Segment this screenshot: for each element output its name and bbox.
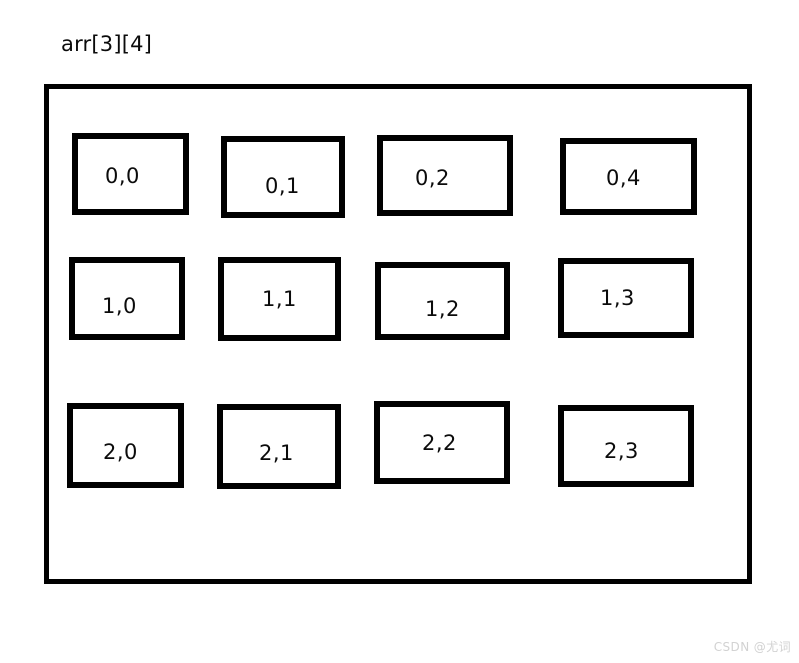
array-cell-label: 2,1	[259, 441, 294, 465]
array-cell-1-3[interactable]: 1,3	[558, 258, 694, 338]
array-cell-0-3[interactable]: 0,4	[560, 138, 697, 215]
array-cell-label: 0,4	[606, 166, 641, 190]
array-cell-2-1[interactable]: 2,1	[217, 404, 341, 489]
array-cell-label: 1,0	[102, 294, 137, 318]
array-cell-label: 0,0	[105, 164, 140, 188]
array-cell-label: 1,2	[425, 297, 460, 321]
array-cell-label: 0,1	[265, 174, 300, 198]
array-cell-label: 2,2	[422, 431, 457, 455]
array-cell-2-3[interactable]: 2,3	[558, 405, 694, 487]
csdn-watermark: CSDN @尤词	[713, 640, 791, 654]
array-cell-1-0[interactable]: 1,0	[69, 257, 185, 340]
array-cell-0-2[interactable]: 0,2	[377, 135, 513, 216]
array-cell-label: 2,0	[103, 440, 138, 464]
array-cell-1-1[interactable]: 1,1	[218, 257, 341, 341]
array-cell-2-0[interactable]: 2,0	[67, 403, 184, 488]
array-cell-label: 1,1	[262, 287, 297, 311]
array-cell-label: 1,3	[600, 286, 635, 310]
array-cell-label: 2,3	[604, 439, 639, 463]
array-cell-1-2[interactable]: 1,2	[375, 262, 510, 340]
array-cell-label: 0,2	[415, 166, 450, 190]
array-cell-0-0[interactable]: 0,0	[72, 133, 189, 215]
array-cell-0-1[interactable]: 0,1	[221, 136, 345, 218]
page-title: arr[3][4]	[61, 32, 153, 56]
array-cell-2-2[interactable]: 2,2	[374, 401, 510, 484]
